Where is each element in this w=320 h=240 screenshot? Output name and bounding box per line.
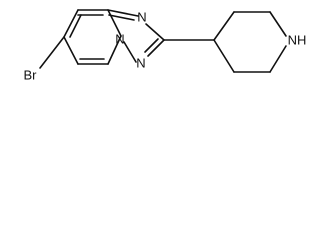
atom-n-bridge: N xyxy=(115,31,124,46)
pyridine-ring xyxy=(63,9,122,65)
atom-nh: NH xyxy=(288,32,307,47)
bond-pip-3 xyxy=(269,11,287,37)
atom-bromine: Br xyxy=(24,67,38,82)
bond-pip-6 xyxy=(213,39,235,73)
atom-n-bottom: N xyxy=(136,55,145,70)
bond-n1-c2 xyxy=(145,23,165,41)
triazole-ring xyxy=(107,9,165,63)
bond-c8a-n1 xyxy=(107,9,139,17)
bond-n-c5 xyxy=(107,35,122,65)
bond-c2-n3 xyxy=(147,39,165,57)
bond-pip-4 xyxy=(269,45,287,73)
bond-c-br xyxy=(39,36,65,69)
bond-c2-n3-double xyxy=(144,38,159,53)
bond-c8a-n xyxy=(107,9,122,37)
bond-pip-1 xyxy=(213,11,235,41)
bond-n3-nbridge xyxy=(123,41,137,63)
structure-diagram: Br N N N NH xyxy=(0,0,318,92)
bond-c7b-c7-double xyxy=(69,14,82,38)
molecule-svg: Br N N N NH xyxy=(24,9,307,82)
bond-c6-c7b xyxy=(63,36,79,65)
atom-n-top: N xyxy=(137,9,146,24)
bond-c7b-c7 xyxy=(63,9,79,38)
piperidine-ring xyxy=(213,11,287,73)
bond-c8a-n1-double xyxy=(108,14,135,21)
